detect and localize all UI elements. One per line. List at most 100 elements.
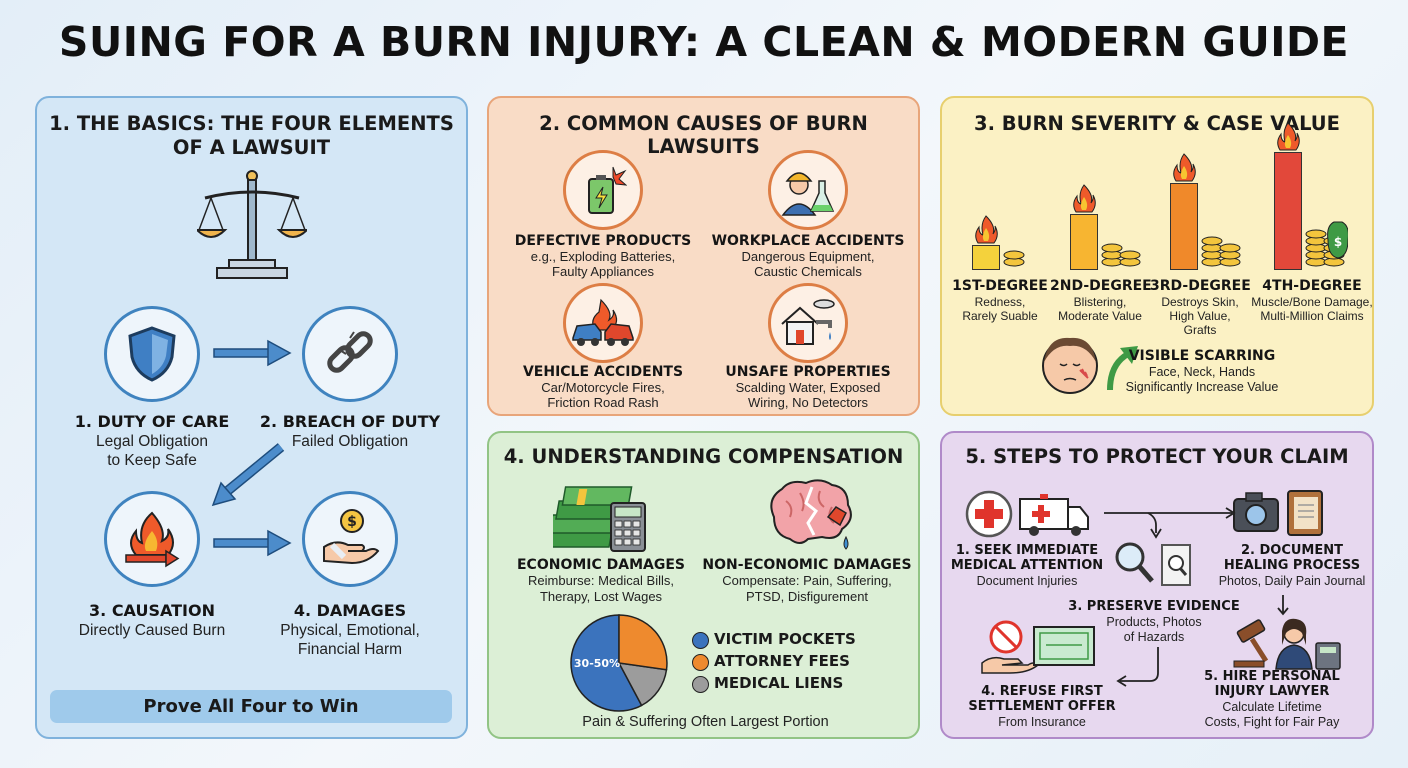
step3-desc: of Hazards xyxy=(1123,630,1185,644)
degree-desc: Grafts xyxy=(1183,323,1217,337)
economic-desc: Reimburse: Medical Bills, xyxy=(528,573,674,588)
hand-coin-icon: $ xyxy=(323,509,380,565)
damages-circle: $ xyxy=(302,491,398,587)
page-title: SUING FOR A BURN INJURY: A CLEAN & MODER… xyxy=(58,18,1350,66)
svg-text:$: $ xyxy=(347,514,357,530)
breach-of-duty-circle xyxy=(302,306,398,402)
noneconomic-desc: PTSD, Disfigurement xyxy=(745,589,869,604)
legend-dot-medical xyxy=(692,676,709,693)
element-desc: Financial Harm xyxy=(297,641,403,658)
degree-desc: Muscle/Bone Damage, xyxy=(1251,295,1373,309)
degree-desc: Rarely Suable xyxy=(962,309,1038,323)
legend-dot-victim xyxy=(692,632,709,649)
prove-all-banner: Prove All Four to Win xyxy=(50,690,452,723)
cause-label: UNSAFE PROPERTIES xyxy=(725,364,891,380)
basics-title-line2: OF A LAWSUIT xyxy=(172,136,331,159)
coin-stack-icon xyxy=(1003,250,1025,267)
cause-desc: e.g., Exploding Batteries, xyxy=(530,249,676,264)
basics-title-line1: 1. THE BASICS: THE FOUR ELEMENTS xyxy=(49,112,454,135)
step1-desc: Document Injuries xyxy=(976,574,1078,588)
economic-label: ECONOMIC DAMAGES xyxy=(516,557,685,573)
causes-title: 2. COMMON CAUSES OF BURN LAWSUITS xyxy=(539,112,868,158)
pie-label: 30-50% xyxy=(574,657,620,670)
vehicle-accidents-circle xyxy=(563,283,643,363)
flame-icon xyxy=(975,215,998,244)
flow-arrows xyxy=(1104,507,1236,687)
severity-bar xyxy=(1170,183,1198,270)
degree-desc: Moderate Value xyxy=(1058,309,1142,323)
compensation-caption: Pain & Suffering Often Largest Portion xyxy=(582,714,829,730)
degree-label: 1ST-DEGREE xyxy=(952,278,1048,294)
steps-title: 5. STEPS TO PROTECT YOUR CLAIM xyxy=(965,445,1349,468)
element-label: 3. CAUSATION xyxy=(89,601,215,620)
cause-desc: Caustic Chemicals xyxy=(754,264,862,279)
flame-icon xyxy=(1173,153,1196,182)
broken-chain-icon xyxy=(327,331,373,373)
worker-chemical-icon xyxy=(781,172,835,216)
step2-label: 2. DOCUMENT xyxy=(1240,543,1343,558)
step1-label: 1. SEEK IMMEDIATE xyxy=(955,543,1099,558)
shield-icon xyxy=(128,326,176,382)
step1-label: MEDICAL ATTENTION xyxy=(950,558,1104,573)
arrow-right-icon xyxy=(213,339,292,367)
severity-bar xyxy=(1274,152,1302,270)
broken-brain-icon xyxy=(770,479,852,550)
settlement-pie-chart: 30-50% xyxy=(570,614,668,712)
workplace-accidents-circle xyxy=(768,150,848,230)
element-label: 2. BREACH OF DUTY xyxy=(259,412,441,431)
degree-desc: Blistering, xyxy=(1073,295,1127,309)
camera-journal-icon xyxy=(1233,490,1323,536)
scarring-desc: Significantly Increase Value xyxy=(1125,380,1279,394)
step4-label: SETTLEMENT OFFER xyxy=(968,699,1116,714)
unsafe-properties-circle xyxy=(768,283,848,363)
severity-panel: 3. BURN SEVERITY & CASE VALUE $ 1ST-DEGR… xyxy=(940,96,1374,416)
defective-products-circle xyxy=(563,150,643,230)
arrow-right-icon xyxy=(213,529,292,557)
step2-desc: Photos, Daily Pain Journal xyxy=(1218,574,1366,588)
cause-desc: Car/Motorcycle Fires, xyxy=(541,380,665,395)
money-calculator-icon xyxy=(553,486,646,552)
causation-circle xyxy=(104,491,200,587)
step5-desc: Costs, Fight for Fair Pay xyxy=(1204,715,1340,729)
element-desc: Failed Obligation xyxy=(291,433,409,450)
pie-slice-victim xyxy=(570,614,643,712)
causes-panel: 2. COMMON CAUSES OF BURN LAWSUITS xyxy=(487,96,920,416)
element-label: 4. DAMAGES xyxy=(293,601,407,620)
degree-desc: Destroys Skin, xyxy=(1161,295,1239,309)
house-hazard-icon xyxy=(781,299,835,345)
element-desc: Legal Obligation xyxy=(95,433,209,450)
economic-desc: Therapy, Lost Wages xyxy=(539,589,663,604)
degree-label: 4TH-DEGREE xyxy=(1262,278,1362,294)
severity-title: 3. BURN SEVERITY & CASE VALUE xyxy=(974,112,1340,135)
element-label: 1. DUTY OF CARE xyxy=(74,412,230,431)
severity-bar xyxy=(972,245,1000,270)
car-fire-icon xyxy=(572,298,634,346)
step4-desc: From Insurance xyxy=(998,715,1086,729)
degree-desc: Multi-Million Claims xyxy=(1260,309,1364,323)
element-desc: to Keep Safe xyxy=(107,452,197,469)
step5-label: INJURY LAWYER xyxy=(1214,684,1330,699)
element-desc: Physical, Emotional, xyxy=(280,622,420,639)
coin-stack-icon xyxy=(1201,236,1241,267)
svg-text:$: $ xyxy=(1334,235,1342,249)
legend-label: VICTIM POCKETS xyxy=(714,630,856,648)
step5-desc: Calculate Lifetime xyxy=(1222,700,1322,714)
down-arrow-icon xyxy=(1277,595,1289,616)
magnifier-evidence-icon xyxy=(1115,542,1191,586)
step3-desc: Products, Photos xyxy=(1106,615,1202,629)
steps-panel: 5. STEPS TO PROTECT YOUR CLAIM xyxy=(940,431,1374,739)
element-desc: Directly Caused Burn xyxy=(78,622,226,639)
coin-stack-icon: $ xyxy=(1305,221,1348,267)
fire-arrow-icon xyxy=(125,511,180,568)
degree-desc: High Value, xyxy=(1169,309,1231,323)
degree-label: 2ND-DEGREE xyxy=(1050,278,1152,294)
scales-of-justice-icon xyxy=(197,170,307,279)
cause-desc: Friction Road Rash xyxy=(547,395,659,410)
degree-label: 3RD-DEGREE xyxy=(1150,278,1251,294)
exploding-battery-icon xyxy=(588,166,627,214)
legend-dot-attorney xyxy=(692,654,709,671)
basics-panel: 1. THE BASICS: THE FOUR ELEMENTS OF A LA… xyxy=(35,96,468,739)
step2-label: HEALING PROCESS xyxy=(1223,558,1361,573)
cause-desc: Faulty Appliances xyxy=(552,264,654,279)
step4-label: 4. REFUSE FIRST xyxy=(981,684,1103,699)
